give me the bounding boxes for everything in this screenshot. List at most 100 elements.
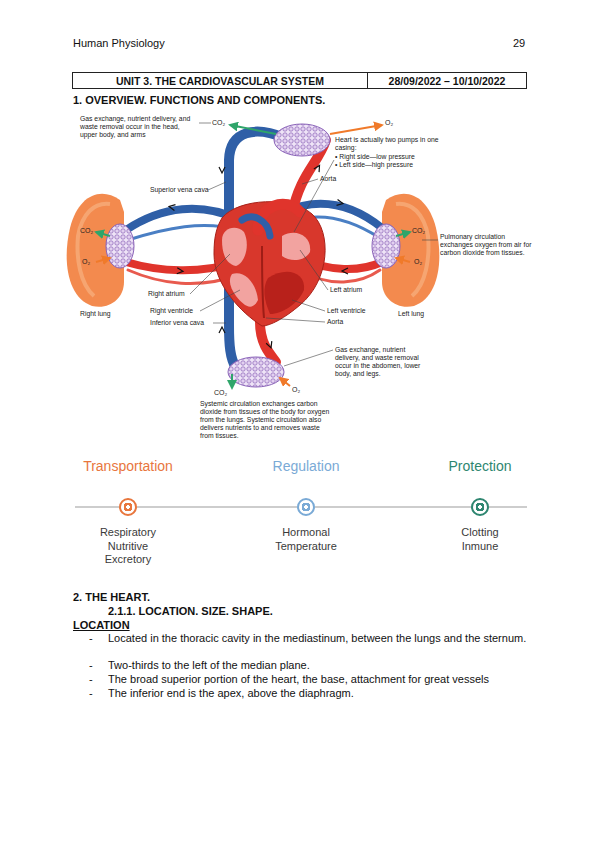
date-range: 28/09/2022 – 10/10/2022: [389, 75, 506, 87]
part-label: Left lung: [398, 310, 424, 318]
descending-aorta: [260, 300, 276, 362]
bullet-text: Located in the thoracic cavity in the me…: [108, 632, 528, 646]
part-label: Left ventricle: [327, 307, 366, 315]
bullet-text: The broad superior portion of the heart,…: [108, 673, 528, 687]
leader-lines: [190, 123, 438, 366]
gas-label: CO₂: [214, 389, 227, 397]
leader-line: [292, 300, 325, 311]
right-lung-shape: [67, 194, 124, 307]
superior-vena-cava: [229, 132, 284, 240]
lung-highlight: [396, 204, 428, 296]
callout-note: Heart is actually two pumps in one casin…: [335, 136, 443, 152]
function-heading: Transportation: [83, 458, 173, 474]
pulmonary-vein: [126, 262, 238, 270]
part-label: Inferior vena cava: [150, 319, 204, 327]
part-label: Left atrium: [330, 286, 362, 294]
flow-arrow: [177, 268, 184, 275]
leader-line: [300, 250, 328, 290]
bullet-text: Two-thirds to the left of the median pla…: [108, 659, 528, 673]
capillary-bed: [228, 357, 284, 387]
leader-line: [284, 350, 333, 366]
left-atrium-chamber: [282, 233, 310, 260]
gas-label: CO₂: [212, 119, 225, 127]
function-marker: TransportationRespiratory Nutritive Excr…: [119, 498, 137, 516]
callout-bullet: • Left side—high pressure: [335, 161, 413, 169]
gas-label: CO₂: [412, 227, 425, 235]
co2-arrow: [396, 232, 410, 236]
lung-highlight: [78, 204, 110, 296]
heart-body: [214, 202, 325, 326]
leader-line: [422, 240, 438, 241]
part-label: Aorta: [327, 318, 343, 326]
header-cell: 28/09/2022 – 10/10/2022: [367, 72, 527, 89]
capillary-bed: [274, 124, 330, 156]
function-marker: ProtectionClotting Inmune: [471, 498, 489, 516]
heart-aorta: [258, 204, 300, 230]
bullet-dash: -: [89, 632, 93, 646]
callout-note: Pulmonary circulation exchanges oxygen f…: [440, 233, 532, 257]
bullet-dash: -: [89, 687, 93, 701]
right-ventricle-chamber: [230, 273, 258, 306]
part-label: Superior vena cava: [150, 186, 209, 194]
running-header: Human Physiology: [73, 37, 165, 51]
function-items: Clotting Inmune: [461, 526, 498, 553]
septum: [262, 246, 264, 318]
co2-arrow: [96, 232, 110, 236]
pulmonary-vein: [300, 270, 380, 282]
page-number: 29: [513, 37, 525, 51]
flow-arrow: [342, 268, 348, 274]
section-heading: 1. OVERVIEW. FUNCTIONS AND COMPONENTS.: [73, 94, 325, 106]
o2-arrow: [330, 125, 382, 134]
flow-arrow: [266, 341, 274, 349]
part-label: Right lung: [80, 310, 111, 318]
left-lung-shape: [382, 194, 439, 307]
bullet-dash: -: [89, 673, 93, 687]
capillary-bed: [106, 224, 134, 268]
inferior-vena-cava: [229, 286, 236, 368]
flow-arrow: [219, 327, 225, 333]
flow-arrow: [314, 164, 322, 172]
part-label: Aorta: [320, 175, 336, 183]
bullet-dash: -: [89, 659, 93, 673]
leader-line: [213, 323, 226, 324]
unit-title: UNIT 3. THE CARDIOVASCULAR SYSTEM: [116, 75, 324, 87]
flow-arrow: [219, 167, 225, 173]
pulmonary-vein: [300, 258, 382, 269]
function-items: Hormonal Temperature: [275, 526, 337, 553]
o2-arrow: [96, 258, 110, 262]
part-label: Right atrium: [148, 290, 185, 298]
flow-arrow: [169, 204, 176, 211]
leader-line: [294, 160, 334, 232]
leader-line: [190, 254, 230, 294]
timeline-axis: [75, 506, 119, 508]
o2-arrow: [396, 258, 410, 262]
pulmonary-artery: [128, 225, 238, 240]
pulmonary-vein: [128, 270, 240, 284]
flow-arrow: [337, 200, 344, 207]
timeline-axis: [489, 506, 527, 508]
gas-label: O₂: [82, 258, 90, 266]
capillary-bed: [372, 224, 400, 268]
o2-arrow: [280, 378, 290, 386]
topic-heading: LOCATION: [73, 619, 130, 633]
co2-arrow: [230, 125, 276, 134]
gas-label: O₂: [292, 386, 300, 394]
leader-line: [200, 290, 240, 311]
section-heading: 2. THE HEART.: [73, 591, 150, 605]
pulmonary-artery: [290, 217, 380, 238]
gas-label: O₂: [385, 119, 393, 127]
co2-arrow: [231, 374, 233, 388]
callout-bullet: • Right side—low pressure: [335, 153, 415, 161]
function-items: Respiratory Nutritive Excretory: [100, 526, 156, 567]
right-atrium-chamber: [222, 228, 247, 266]
gas-label: CO₂: [80, 227, 93, 235]
pulmonary-artery: [284, 204, 382, 228]
leader-line: [199, 123, 211, 124]
gas-label: O₂: [414, 258, 422, 266]
caption-note: Systemic circulation exchanges carbon di…: [200, 400, 335, 440]
timeline-link: [315, 506, 471, 508]
timeline-link: [137, 506, 297, 508]
function-heading: Regulation: [273, 458, 340, 474]
